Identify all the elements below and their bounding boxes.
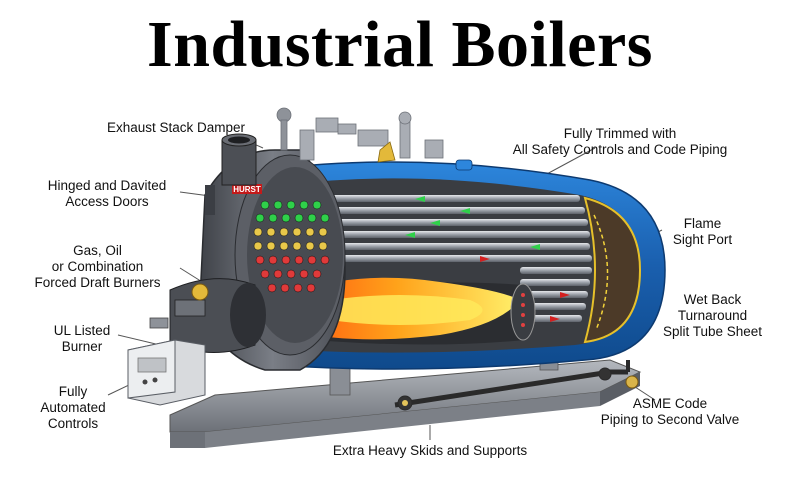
asme-piping (394, 360, 639, 411)
exhaust-stack (221, 133, 257, 186)
label-skids-supports: Extra Heavy Skids and Supports (332, 443, 528, 458)
furnace-flame (290, 277, 536, 345)
brand-logo-plate (232, 184, 262, 194)
label-forced-draft-burners: Gas, Oil or Combination Forced Draft Bur… (34, 243, 161, 290)
label-hinged-access-doors: Hinged and Davited Access Doors (47, 178, 167, 209)
label-fully-trimmed: Fully Trimmed with All Safety Controls a… (512, 126, 728, 157)
label-automated-controls: Fully Automated Controls (40, 384, 106, 431)
control-panel (127, 339, 206, 406)
label-ul-listed-burner: UL Listed Burner (53, 323, 111, 354)
leader-ul (117, 334, 161, 346)
label-flame-sight-port: Flame Sight Port (672, 216, 733, 247)
page-title: Industrial Boilers (147, 8, 653, 81)
leader-trimmed (544, 147, 596, 176)
label-wet-back: Wet Back Turnaround Split Tube Sheet (662, 292, 763, 339)
label-asme-code-piping: ASME Code Piping to Second Valve (600, 396, 740, 427)
label-exhaust-stack-damper: Exhaust Stack Damper (106, 120, 245, 135)
brand-logo-text: HURST (233, 185, 261, 194)
fire-tubes (330, 195, 592, 322)
tube-sheet-holes (253, 200, 330, 293)
safety-controls (276, 107, 473, 171)
